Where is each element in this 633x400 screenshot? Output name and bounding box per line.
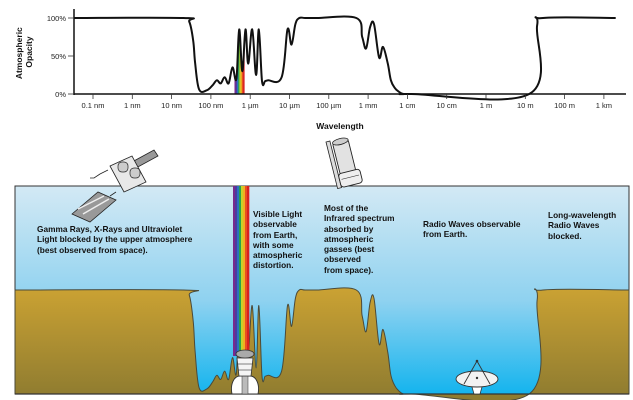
label-line: gasses (best bbox=[324, 244, 375, 255]
label-line: observable bbox=[253, 219, 297, 230]
satellite-icon bbox=[71, 149, 159, 223]
x-tick-label: 100 m bbox=[554, 101, 575, 110]
label-radio-observable: Radio Waves observable from Earth. bbox=[423, 219, 520, 240]
x-tick-label: 0.1 nm bbox=[82, 101, 105, 110]
ground-opacity-silhouette bbox=[14, 287, 630, 400]
y-tick-label: 0% bbox=[55, 90, 66, 99]
x-tick-label: 10 m bbox=[517, 101, 534, 110]
beam-stripe bbox=[235, 186, 238, 356]
label-line: blocked. bbox=[548, 230, 582, 241]
x-ticks: 0.1 nm 1 nm 10 nm 100 nm 1 µm 10 µm 100 µm 1 mm… bbox=[82, 94, 612, 110]
opacity-curve bbox=[73, 15, 616, 101]
beam-stripe bbox=[241, 186, 244, 356]
label-line: from Earth, bbox=[253, 229, 298, 240]
spectrum-stripe bbox=[238, 18, 240, 94]
x-tick-label: 10 cm bbox=[436, 101, 456, 110]
x-tick-label: 1 km bbox=[596, 101, 612, 110]
x-tick-label: 1 µm bbox=[242, 101, 259, 110]
x-tick-label: 100 nm bbox=[198, 101, 223, 110]
label-gamma-xray-uv: Gamma Rays, X-Rays and Ultraviolet Light… bbox=[37, 224, 192, 255]
label-line: Infrared spectrum bbox=[324, 213, 395, 224]
label-line: atmospheric bbox=[253, 250, 303, 261]
label-line: with some bbox=[253, 239, 294, 250]
y-axis-title: Atmospheric Opacity bbox=[14, 25, 34, 79]
label-line: Light blocked by the upper atmosphere bbox=[37, 234, 193, 245]
atmosphere-illustration bbox=[14, 137, 630, 400]
beam-stripe bbox=[237, 186, 240, 356]
label-line: Visible Light bbox=[253, 209, 303, 219]
label-line: Long-wavelength bbox=[548, 210, 617, 220]
y-ticks: 0% 50% 100% bbox=[47, 14, 74, 99]
label-line: Most of the bbox=[324, 203, 369, 213]
x-tick-label: 10 µm bbox=[279, 101, 300, 110]
beam-stripe bbox=[233, 186, 236, 356]
x-axis-title: Wavelength bbox=[316, 121, 363, 131]
radio-dish-icon bbox=[455, 359, 499, 395]
y-tick-label: 50% bbox=[51, 52, 66, 61]
label-long-wavelength-blocked: Long-wavelength Radio Waves blocked. bbox=[548, 210, 616, 241]
infrared-space-telescope-icon bbox=[325, 137, 363, 190]
ground-optical-telescope-icon bbox=[231, 349, 259, 395]
opacity-chart: 0% 50% 100% 0.1 nm 1 nm 10 nm 100 nm 1 µm 10 µm… bbox=[14, 9, 626, 131]
label-line: (best observed from space). bbox=[37, 244, 148, 255]
beam-stripe bbox=[247, 186, 250, 356]
beam-stripe bbox=[239, 186, 242, 356]
label-line: absorbed by bbox=[324, 223, 374, 234]
x-tick-label: 10 nm bbox=[161, 101, 182, 110]
beam-stripe bbox=[245, 186, 248, 356]
y-tick-label: 100% bbox=[47, 14, 67, 23]
x-tick-label: 1 mm bbox=[359, 101, 378, 110]
beam-stripe bbox=[243, 186, 246, 356]
label-infrared: Most of the Infrared spectrum absorbed b… bbox=[324, 203, 395, 275]
label-line: atmospheric bbox=[324, 233, 374, 244]
label-line: Radio Waves observable bbox=[423, 219, 521, 229]
label-line: distortion. bbox=[253, 260, 294, 271]
label-line: observed bbox=[324, 254, 361, 265]
x-tick-label: 1 cm bbox=[399, 101, 415, 110]
label-visible-light: Visible Light observable from Earth, wit… bbox=[253, 209, 302, 271]
x-tick-label: 1 nm bbox=[124, 101, 141, 110]
x-tick-label: 100 µm bbox=[316, 101, 341, 110]
x-tick-label: 1 m bbox=[480, 101, 493, 110]
visible-light-beam bbox=[233, 186, 250, 356]
label-line: from space). bbox=[324, 264, 374, 275]
label-line: from Earth. bbox=[423, 229, 468, 240]
label-line: Radio Waves bbox=[548, 220, 600, 231]
label-line: Gamma Rays, X-Rays and Ultraviolet bbox=[37, 224, 183, 234]
